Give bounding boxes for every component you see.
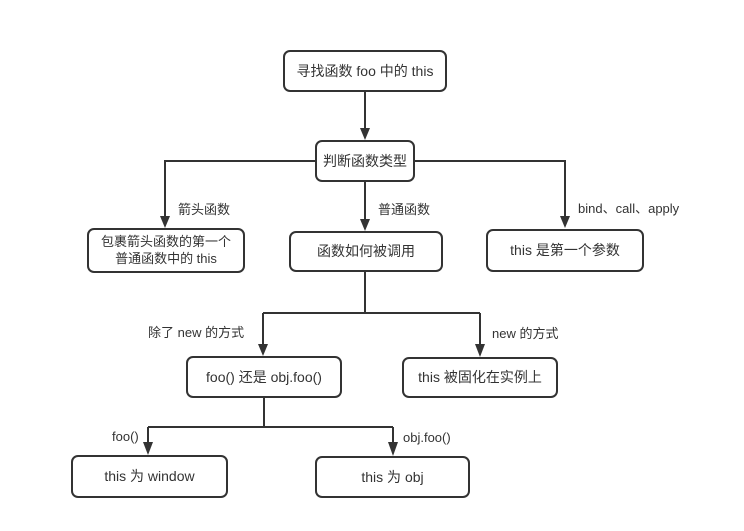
node-call-style-question: foo() 还是 obj.foo() — [186, 356, 342, 398]
arrowhead — [475, 344, 485, 357]
arrowhead — [360, 219, 370, 231]
node-this-is-obj: this 为 obj — [315, 456, 470, 498]
edge-label-normal-function: 普通函数 — [378, 202, 431, 217]
node-arrow-function-result: 包裹箭头函数的第一个 普通函数中的 this — [87, 228, 245, 273]
arrowhead — [360, 128, 370, 140]
arrowhead — [560, 216, 570, 228]
edge-decide-to-bind — [415, 160, 566, 217]
edge-call-style-trunk — [148, 398, 393, 428]
node-bind-call-apply-result: this 是第一个参数 — [486, 229, 644, 272]
node-this-is-window: this 为 window — [71, 455, 228, 498]
node-decide-function-type: 判断函数类型 — [315, 140, 415, 182]
edge-label-with-new: new 的方式 — [492, 326, 559, 341]
edge-label-arrow-function: 箭头函数 — [178, 202, 231, 217]
edge-label-plain-call: foo() — [112, 429, 139, 444]
arrowhead — [388, 442, 398, 456]
arrowhead — [258, 344, 268, 356]
arrowhead — [143, 442, 153, 455]
edge-decide-to-arrow — [164, 160, 315, 217]
edge-label-not-new: 除了 new 的方式 — [148, 325, 245, 340]
edge-how-called-trunk — [263, 271, 480, 314]
node-find-this: 寻找函数 foo 中的 this — [283, 50, 447, 92]
arrowhead — [160, 216, 170, 228]
node-how-function-called: 函数如何被调用 — [289, 231, 443, 272]
node-new-result: this 被固化在实例上 — [402, 357, 558, 398]
edge-label-method-call: obj.foo() — [403, 430, 451, 445]
edge-label-bind-call-apply: bind、call、apply — [578, 201, 680, 216]
